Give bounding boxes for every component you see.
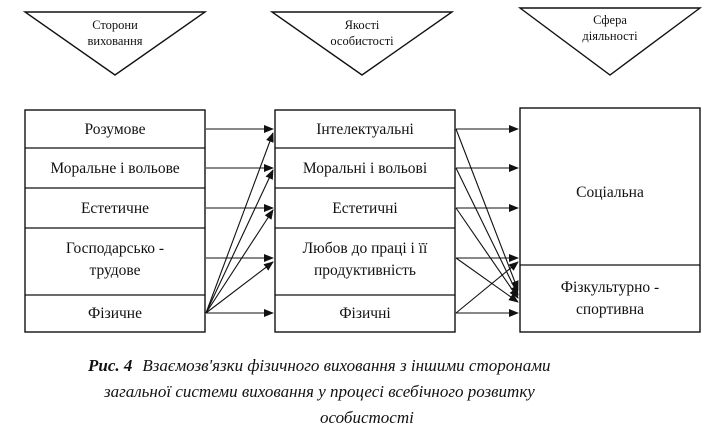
- arrows-sides-to-qualities: [205, 125, 274, 317]
- quality-labor-line1: Любов до праці і її: [303, 240, 428, 257]
- quality-moral: Моральні і вольові: [303, 160, 428, 177]
- header-triangle: [269, 11, 455, 76]
- sphere-sport-line2: спортивна: [576, 301, 644, 318]
- header-line: виховання: [87, 34, 142, 48]
- connector-arrow: [455, 207, 519, 299]
- qualities-column: Інтелектуальні Моральні і вольові Естети…: [274, 109, 456, 333]
- header-line: Сфера: [593, 13, 627, 27]
- caption-text: Взаємозв'язки фізичного виховання з інши…: [142, 356, 550, 375]
- connector-arrow: [205, 132, 274, 314]
- spheres-column: Соціальна Фізкультурно - спортивна: [519, 107, 701, 333]
- caption-line1: Рис. 4 Взаємозв'язки фізичного виховання …: [87, 356, 551, 375]
- header-line: Сторони: [92, 18, 138, 32]
- quality-aesthetic: Естетичні: [332, 200, 398, 217]
- sides-box: [24, 109, 206, 333]
- side-moral: Моральне і вольове: [50, 160, 179, 177]
- sphere-social: Соціальна: [576, 184, 644, 201]
- qualities-box: [274, 109, 456, 333]
- arrows-qualities-to-spheres: [455, 125, 519, 317]
- quality-labor-line2: продуктивність: [314, 262, 416, 279]
- sphere-sport-line1: Фізкультурно -: [561, 279, 659, 296]
- figure-caption: Рис. 4 Взаємозв'язки фізичного виховання …: [87, 356, 551, 427]
- side-labor-line2: трудове: [89, 262, 140, 279]
- side-physical: Фізичне: [88, 305, 142, 322]
- caption-line3: особистості: [320, 408, 414, 427]
- connector-arrow: [455, 167, 519, 296]
- connector-arrow: [455, 128, 519, 291]
- header-triangle: [22, 11, 208, 76]
- header-line: Якості: [345, 18, 380, 32]
- header-qualities: Якості особистості: [269, 11, 455, 76]
- header-line: особистості: [330, 34, 394, 48]
- header-line: діяльності: [582, 29, 638, 43]
- caption-line2: загальної системи виховання у процесі вс…: [103, 382, 535, 401]
- header-sides: Сторони виховання: [22, 11, 208, 76]
- side-labor-line1: Господарсько -: [66, 240, 164, 257]
- spheres-box: [519, 107, 701, 333]
- quality-intellectual: Інтелектуальні: [316, 121, 414, 138]
- connector-arrow: [205, 261, 274, 314]
- header-spheres: Сфера діяльності: [517, 7, 703, 76]
- connector-arrow: [205, 209, 274, 314]
- connector-arrow: [455, 257, 519, 303]
- connector-arrow: [205, 169, 274, 314]
- quality-physical: Фізичні: [339, 305, 391, 322]
- sides-column: Розумове Моральне і вольове Естетичне Го…: [24, 109, 206, 333]
- side-mental: Розумове: [85, 121, 146, 138]
- header-triangle: [517, 7, 703, 76]
- side-aesthetic: Естетичне: [81, 200, 149, 217]
- connector-arrow: [455, 261, 519, 314]
- caption-label: Рис. 4: [87, 356, 132, 375]
